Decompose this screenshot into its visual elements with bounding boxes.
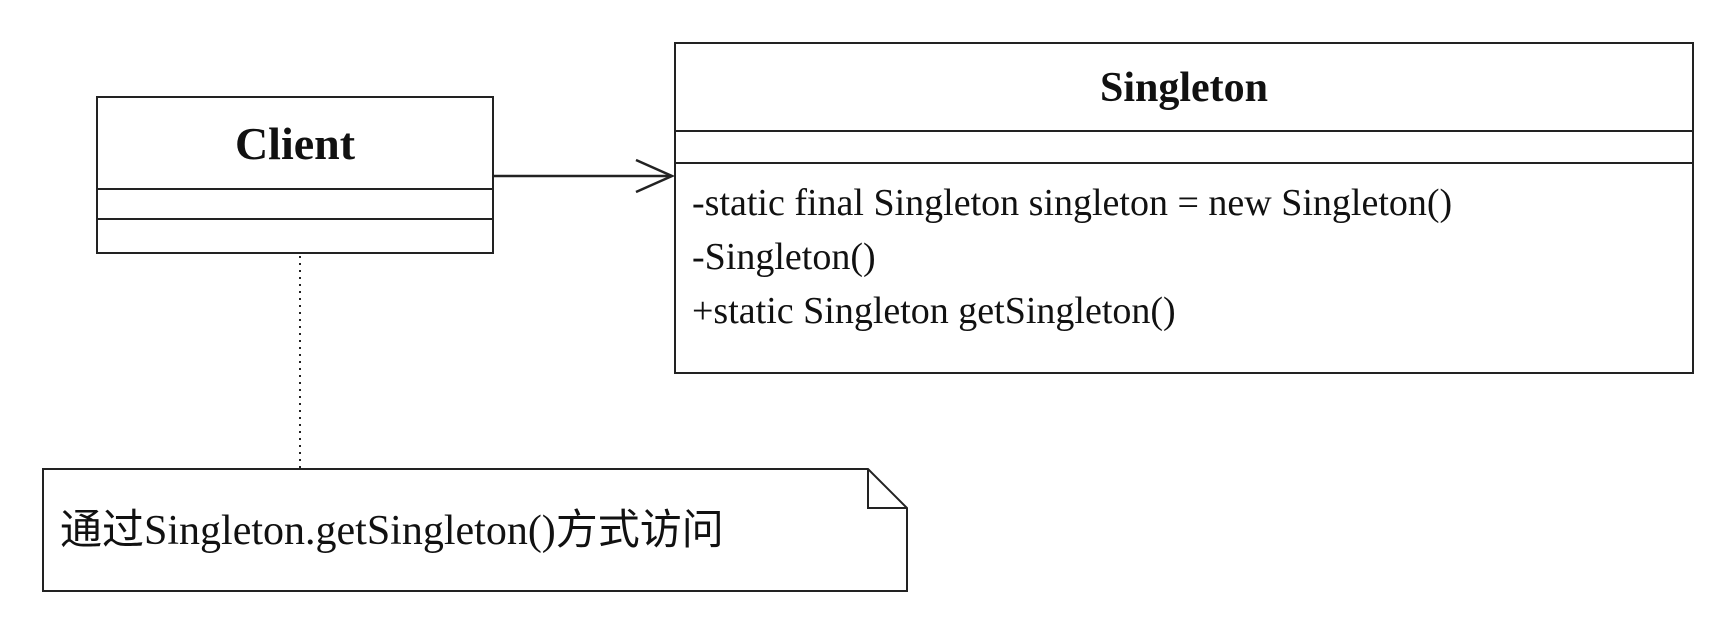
client-operations-compartment <box>98 220 492 252</box>
client-attributes-compartment <box>98 190 492 220</box>
note-shape <box>42 468 908 592</box>
association-arrowhead <box>635 158 676 194</box>
singleton-operation-get-singleton: +static Singleton getSingleton() <box>692 290 1176 332</box>
client-class[interactable]: Client <box>96 96 494 254</box>
note-text: 通过Singleton.getSingleton()方式访问 <box>60 508 724 554</box>
singleton-attributes-compartment <box>676 132 1692 164</box>
singleton-class[interactable]: Singleton -static final Singleton single… <box>674 42 1694 374</box>
singleton-operation-instance-field: -static final Singleton singleton = new … <box>692 182 1453 224</box>
singleton-operations-compartment: -static final Singleton singleton = new … <box>676 164 1692 338</box>
note[interactable]: 通过Singleton.getSingleton()方式访问 <box>42 468 908 592</box>
singleton-class-name: Singleton <box>676 44 1692 132</box>
client-class-name: Client <box>98 98 492 190</box>
singleton-operation-constructor: -Singleton() <box>692 236 876 278</box>
